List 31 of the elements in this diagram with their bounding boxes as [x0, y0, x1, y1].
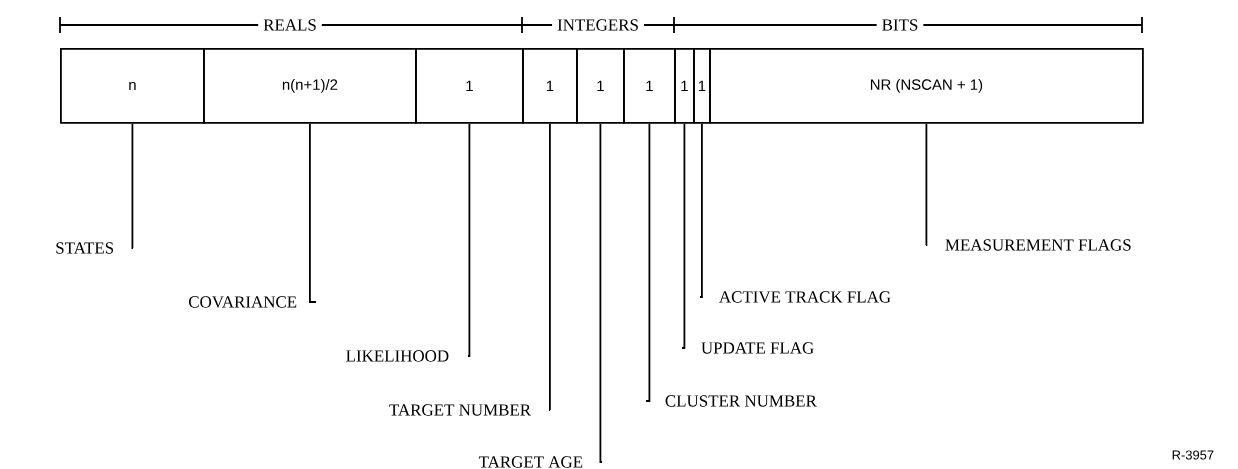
callout-label: TARGET AGE: [478, 456, 583, 468]
leader-line: [131, 122, 134, 249]
leader-line: [681, 122, 686, 349]
leader-line: [599, 122, 603, 463]
section-label: REALS: [258, 18, 322, 32]
leader-line: [699, 122, 703, 298]
leader-line: [925, 122, 928, 246]
field-cell: 1: [693, 48, 711, 124]
field-cell: n(n+1)/2: [203, 48, 417, 124]
leader-line: [309, 122, 317, 303]
callout-label: ACTIVE TRACK FLAG: [719, 291, 891, 303]
section-label: INTEGERS: [552, 18, 644, 32]
field-cell: 1: [576, 48, 625, 124]
callout-label: UPDATE FLAG: [701, 342, 814, 354]
field-cell: NR (NSCAN + 1): [709, 48, 1144, 124]
field-cell: 1: [674, 48, 695, 124]
callout-label: MEASUREMENT FLAGS: [945, 239, 1131, 251]
leader-line: [645, 122, 651, 402]
leader-line: [549, 122, 551, 411]
figure-number: R-3957: [1172, 450, 1214, 460]
leader-line: [467, 122, 471, 357]
field-cell: 1: [623, 48, 676, 124]
field-cell: n: [60, 48, 205, 124]
callout-label: LIKELIHOOD: [346, 350, 449, 362]
field-cell: 1: [415, 48, 524, 124]
callout-label: COVARIANCE: [188, 296, 297, 308]
callout-label: TARGET NUMBER: [389, 404, 532, 416]
field-cell: 1: [522, 48, 578, 124]
callout-label: STATES: [56, 242, 114, 254]
section-label: BITS: [876, 18, 924, 32]
callout-label: CLUSTER NUMBER: [665, 395, 817, 407]
